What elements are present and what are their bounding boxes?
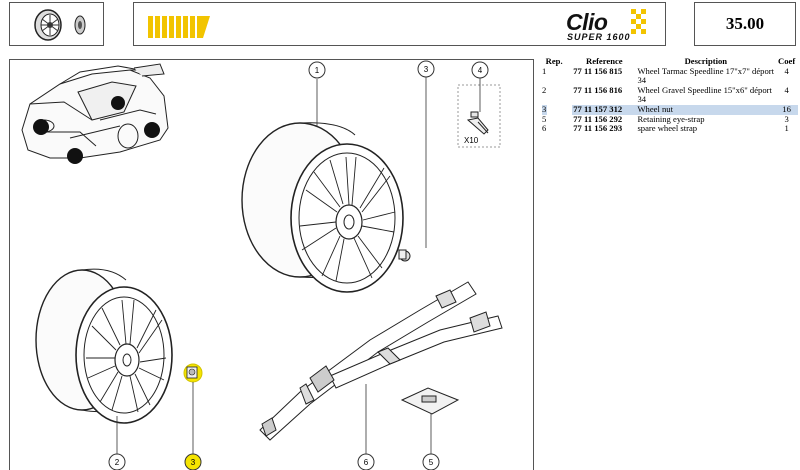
- x10-box: [457, 84, 501, 148]
- callout-5: 5: [422, 453, 440, 470]
- row-description: spare wheel strap: [637, 123, 698, 134]
- callout-1: 1: [308, 61, 326, 79]
- page-number: 35.00: [725, 14, 765, 33]
- row-rep: 3: [536, 104, 573, 115]
- eye-plate-drawing: [400, 387, 460, 415]
- header-coef: Coef: [778, 56, 796, 66]
- row-reference: 77 11 156 292: [573, 113, 623, 124]
- wheel-gravel-drawing: [35, 268, 173, 424]
- svg-text:3: 3: [424, 65, 429, 74]
- clio-logo: Clio: [566, 9, 608, 35]
- wheel-tarmac-drawing: [241, 122, 404, 293]
- table-row[interactable]: 2 77 11 156 816 Wheel Gravel Speedline 1…: [536, 84, 798, 105]
- stripes-logo: [148, 16, 210, 38]
- row-coef: 16: [775, 104, 798, 115]
- row-rep: 6: [542, 123, 547, 134]
- svg-text:5: 5: [429, 458, 434, 467]
- callout-3-top: 3: [417, 60, 435, 78]
- svg-text:2: 2: [115, 458, 120, 467]
- row-rep: 2: [542, 84, 547, 95]
- row-coef: 3: [784, 113, 789, 124]
- car-illustration: [21, 63, 169, 159]
- table-row[interactable]: 5 77 11 156 292 Retaining eye-strap 3: [536, 113, 798, 125]
- wheel-thumbnail-icon: [34, 9, 86, 41]
- svg-text:3: 3: [191, 458, 196, 467]
- parts-table: Rep. Reference Description Coef 1 77 11 …: [536, 56, 798, 134]
- table-row[interactable]: 6 77 11 156 293 spare wheel strap 1: [536, 124, 798, 134]
- row-reference: 77 11 157 312: [572, 104, 637, 115]
- table-row-selected[interactable]: 3 77 11 157 312 Wheel nut 16: [536, 104, 798, 115]
- row-coef: 1: [784, 123, 789, 134]
- page-number-box: 35.00: [694, 2, 796, 46]
- row-description: Wheel Gravel Speedline 15"x6" déport 34: [637, 84, 772, 105]
- logo-checker-icon: [631, 9, 646, 34]
- svg-text:6: 6: [364, 458, 369, 467]
- wheel-thumbnail-box: [9, 2, 104, 46]
- header-reference: Reference: [586, 56, 623, 66]
- strap-drawing: [259, 281, 503, 441]
- row-reference: 77 11 156 293: [573, 123, 623, 134]
- row-reference: 77 11 156 815: [573, 65, 623, 76]
- row-description: Retaining eye-strap: [637, 113, 705, 124]
- quantity-label: X10: [464, 136, 479, 145]
- title-banner: Clio SUPER 1600: [133, 2, 666, 46]
- bolt-drawing: [466, 111, 489, 135]
- super-1600-label: SUPER 1600: [567, 32, 631, 42]
- row-rep: 1: [542, 65, 547, 76]
- callout-6: 6: [357, 453, 375, 470]
- row-coef: 4: [784, 65, 789, 76]
- header-description: Description: [684, 56, 728, 66]
- table-row[interactable]: 1 77 11 156 815 Wheel Tarmac Speedline 1…: [536, 65, 798, 86]
- row-description: Wheel Tarmac Speedline 17"x7" déport 34: [637, 65, 774, 86]
- parts-table-header: Rep. Reference Description Coef: [536, 56, 798, 67]
- row-reference: 77 11 156 816: [573, 84, 623, 95]
- callout-2: 2: [108, 453, 126, 470]
- leader-lines: [116, 76, 481, 455]
- car-wheel-markers: [33, 96, 160, 164]
- header-rep: Rep.: [545, 56, 563, 66]
- wheel-nut-highlighted-drawing: [183, 363, 203, 383]
- wheel-nut-small-drawing: [398, 249, 411, 262]
- row-coef: 4: [784, 84, 789, 95]
- svg-text:1: 1: [315, 66, 320, 75]
- svg-text:4: 4: [478, 66, 483, 75]
- row-description: Wheel nut: [636, 104, 776, 115]
- callout-4: 4: [471, 61, 489, 79]
- callout-3-highlighted: 3: [184, 453, 202, 470]
- row-rep: 5: [542, 113, 547, 124]
